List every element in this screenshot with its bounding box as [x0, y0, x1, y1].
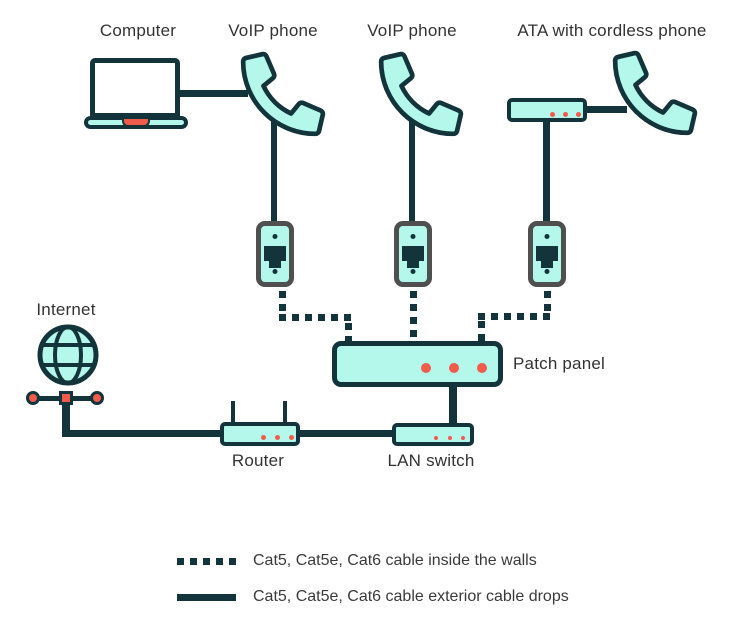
internet-node-center [59, 391, 73, 405]
rj45-port-tab [269, 261, 281, 268]
internet-node-left [26, 391, 40, 405]
solid-line-swatch [177, 593, 236, 601]
cable-patch-to-switch [449, 385, 457, 425]
router-icon [220, 422, 300, 446]
jack-screw [544, 269, 550, 274]
legend-item-exterior-drops: Cat5, Cat5e, Cat6 cable exterior cable d… [177, 586, 569, 608]
voip-phone-1-icon [239, 51, 327, 137]
voip-phone-2-label: VoIP phone [367, 21, 457, 40]
rj45-port [264, 246, 286, 261]
patch-led [477, 363, 487, 373]
internet-label: Internet [36, 300, 96, 319]
lan-switch-label: LAN switch [387, 451, 475, 470]
jack-screw [272, 269, 278, 274]
jack-screw [272, 234, 278, 239]
cable-phone1-to-jack1 [271, 115, 277, 223]
cable-ata-to-cordless [583, 106, 627, 113]
switch-led [461, 436, 465, 440]
legend: Cat5, Cat5e, Cat6 cable inside the walls… [177, 550, 569, 622]
switch-led [434, 436, 438, 440]
wall-jack-3-icon [528, 221, 566, 287]
computer-label: Computer [99, 21, 177, 40]
inwall-jack3-into-panel [478, 321, 485, 341]
internet-node-right [90, 391, 104, 405]
dotted-line-swatch [177, 557, 236, 565]
cable-ata-to-jack3 [543, 120, 550, 223]
rj45-port-tab [407, 261, 419, 268]
inwall-jack1-down [279, 291, 286, 317]
router-label: Router [231, 451, 285, 470]
cable-router-to-switch [298, 430, 394, 437]
router-led [261, 435, 266, 440]
legend-item-inside-walls: Cat5, Cat5e, Cat6 cable inside the walls [177, 550, 569, 572]
inwall-jack1-across [279, 314, 352, 321]
inwall-jack2-down [410, 291, 417, 341]
legend-label: Cat5, Cat5e, Cat6 cable exterior cable d… [253, 588, 569, 605]
router-antenna [231, 401, 235, 423]
switch-led [448, 436, 452, 440]
jack-screw [410, 234, 416, 239]
patch-led [449, 363, 459, 373]
voip-phone-2-icon [377, 51, 465, 137]
wall-jack-2-icon [394, 221, 432, 287]
cable-internet-stem [62, 400, 70, 433]
patch-led [421, 363, 431, 373]
ata-label: ATA with cordless phone [517, 21, 707, 40]
rj45-port-tab [541, 261, 553, 268]
inwall-jack3-down [544, 291, 551, 316]
ata-led [576, 112, 581, 117]
rj45-port [536, 246, 558, 261]
cable-computer-to-phone1 [178, 90, 248, 97]
cordless-phone-icon [611, 50, 699, 136]
laptop-notch [122, 119, 150, 127]
ata-icon [507, 98, 587, 122]
rj45-port [402, 246, 424, 261]
router-led [275, 435, 280, 440]
ata-led [550, 112, 555, 117]
inwall-jack3-across [478, 313, 551, 320]
cable-phone2-to-jack2 [409, 115, 415, 223]
patch-panel-label: Patch panel [513, 354, 605, 373]
lan-switch-icon [392, 423, 474, 446]
router-antenna [283, 401, 287, 423]
patch-panel-icon [332, 341, 503, 387]
router-led [289, 435, 294, 440]
laptop-icon [90, 58, 180, 118]
wall-jack-1-icon [256, 221, 294, 287]
cable-internet-to-router [62, 430, 222, 437]
voip-phone-1-label: VoIP phone [228, 21, 318, 40]
legend-label: Cat5, Cat5e, Cat6 cable inside the walls [253, 552, 537, 569]
internet-globe-icon [37, 324, 99, 386]
jack-screw [544, 234, 550, 239]
inwall-jack1-into-panel [345, 323, 352, 341]
jack-screw [410, 269, 416, 274]
laptop-base [84, 116, 188, 129]
ata-led [563, 112, 568, 117]
